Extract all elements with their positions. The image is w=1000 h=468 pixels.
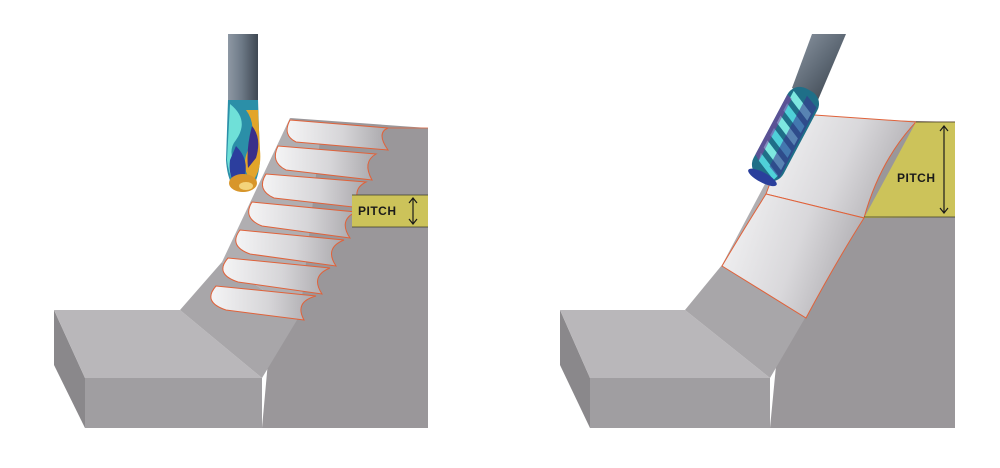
right-tool-shank <box>792 34 846 100</box>
right-pitch-indicator: PITCH <box>864 121 955 218</box>
right-finished-surface <box>721 113 955 319</box>
right-barrel-cutter-tool <box>748 34 846 187</box>
left-pitch-arrow <box>408 197 418 225</box>
right-pitch-arrow <box>939 125 949 214</box>
right-pitch-band <box>864 122 955 218</box>
left-ball-end-mill-tool <box>226 34 261 192</box>
right-pitch-label: PITCH <box>897 171 936 185</box>
left-pitch-indicator: PITCH <box>352 194 428 228</box>
left-scallop-surface <box>210 119 428 321</box>
left-tool-shank <box>228 34 258 104</box>
left-pitch-label: PITCH <box>358 204 397 218</box>
right-panel-barrel-cutter: PITCH <box>560 34 955 428</box>
left-panel-ball-end-mill: PITCH <box>54 34 428 428</box>
